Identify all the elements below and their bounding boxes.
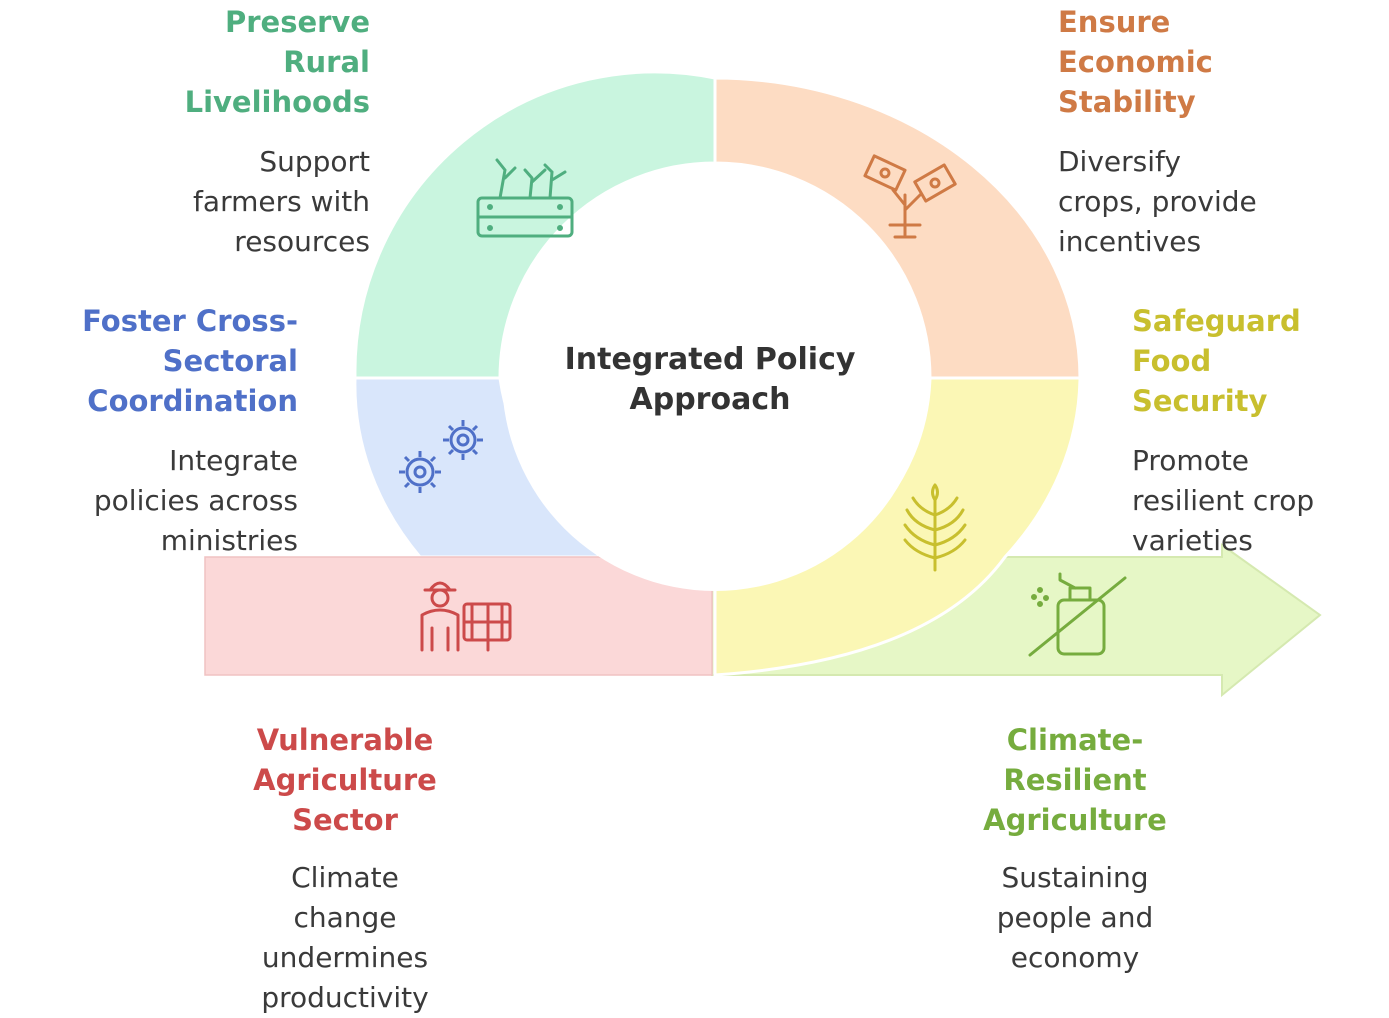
food-desc-line-2: resilient crop xyxy=(1132,484,1315,517)
vulnerable-title-line-2: Agriculture xyxy=(253,763,437,797)
preserve-title-line-1: Preserve xyxy=(224,5,370,39)
climate-title-line-1: Climate- xyxy=(1006,723,1144,757)
vulnerable-desc-line-2: change xyxy=(293,901,397,934)
foster-desc-line-3: ministries xyxy=(160,524,298,557)
vulnerable-desc: Climate change undermines productivity xyxy=(195,858,495,1018)
vulnerable-title-line-1: Vulnerable xyxy=(256,723,434,757)
money-plant-icon xyxy=(863,154,957,239)
preserve-desc-line-1: Support xyxy=(259,145,370,178)
preserve-desc: Support farmers with resources xyxy=(90,142,370,262)
preserve-title: Preserve Rural Livelihoods xyxy=(90,2,370,122)
wheat-icon xyxy=(903,483,967,572)
food-desc-line-3: varieties xyxy=(1132,524,1253,557)
food-title-line-3: Security xyxy=(1132,384,1268,418)
foster-title-line-1: Foster Cross- xyxy=(82,304,298,338)
preserve-desc-line-3: resources xyxy=(234,225,370,258)
climate-title: Climate- Resilient Agriculture xyxy=(925,720,1225,840)
economic-desc-line-1: Diversify xyxy=(1058,145,1181,178)
food-title: Safeguard Food Security xyxy=(1132,301,1382,421)
preserve-title-line-2: Rural xyxy=(283,45,370,79)
center-title-line-1: Integrated Policy xyxy=(564,342,856,377)
climate-title-line-2: Resilient xyxy=(1003,763,1147,797)
center-title: Integrated Policy Approach xyxy=(510,340,910,420)
food-desc-line-1: Promote xyxy=(1132,444,1250,477)
vulnerable-desc-line-4: productivity xyxy=(261,981,429,1014)
climate-desc-line-1: Sustaining xyxy=(1001,861,1149,894)
economic-title-line-1: Ensure xyxy=(1058,5,1171,39)
climate-title-line-3: Agriculture xyxy=(983,803,1167,837)
economic-desc-line-3: incentives xyxy=(1058,225,1202,258)
economic-desc-line-2: crops, provide xyxy=(1058,185,1257,218)
economic-title: Ensure Economic Stability xyxy=(1058,2,1358,122)
foster-desc: Integrate policies across ministries xyxy=(8,441,298,561)
preserve-desc-line-2: farmers with xyxy=(193,185,370,218)
ring-segment-economic xyxy=(713,76,1082,380)
food-title-line-2: Food xyxy=(1132,344,1212,378)
vulnerable-desc-line-3: undermines xyxy=(261,941,429,974)
center-title-line-2: Approach xyxy=(629,382,791,417)
climate-desc: Sustaining people and economy xyxy=(925,858,1225,978)
ring-segment-preserve xyxy=(353,70,717,380)
economic-title-line-3: Stability xyxy=(1058,85,1196,119)
food-desc: Promote resilient crop varieties xyxy=(1132,441,1382,561)
foster-desc-line-2: policies across xyxy=(93,484,298,517)
farmer-icon xyxy=(420,581,512,652)
vulnerable-desc-line-1: Climate xyxy=(291,861,399,894)
vulnerable-title-line-3: Sector xyxy=(292,803,398,837)
foster-title-line-3: Coordination xyxy=(87,384,298,418)
food-title-line-1: Safeguard xyxy=(1132,304,1301,338)
foster-title-line-2: Sectoral xyxy=(162,344,298,378)
gears-icon xyxy=(399,420,483,493)
foster-title: Foster Cross- Sectoral Coordination xyxy=(8,301,298,421)
crate-sprout-icon xyxy=(476,158,574,238)
economic-title-line-2: Economic xyxy=(1058,45,1213,79)
preserve-title-line-3: Livelihoods xyxy=(184,85,370,119)
climate-desc-line-2: people and xyxy=(996,901,1154,934)
center-circle xyxy=(502,165,928,591)
foster-desc-line-1: Integrate xyxy=(169,444,298,477)
no-pesticide-icon xyxy=(1028,572,1127,657)
economic-desc: Diversify crops, provide incentives xyxy=(1058,142,1358,262)
climate-desc-line-3: economy xyxy=(1010,941,1140,974)
vulnerable-title: Vulnerable Agriculture Sector xyxy=(195,720,495,840)
